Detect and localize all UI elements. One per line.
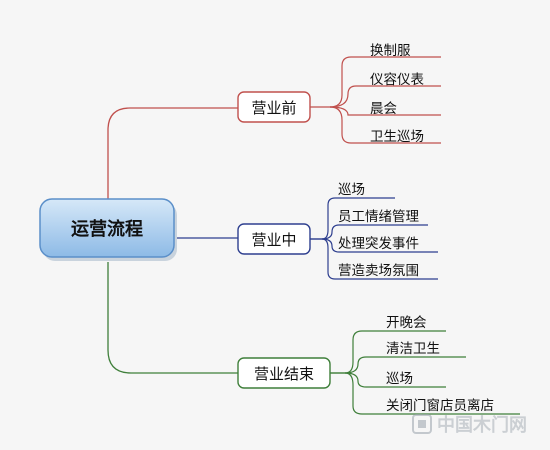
leaf-connector bbox=[310, 238, 438, 280]
leaf-label: 卫生巡场 bbox=[370, 129, 424, 145]
branch-node-label: 营业结束 bbox=[254, 365, 314, 383]
watermark: 中国木门网 bbox=[412, 414, 527, 436]
watermark-logo-inner bbox=[418, 420, 426, 428]
root-node: 运营流程 bbox=[39, 198, 177, 261]
leaf-label: 巡场 bbox=[386, 371, 413, 387]
leaf-label: 处理突发事件 bbox=[338, 236, 419, 252]
leaf-connector bbox=[321, 238, 438, 253]
branch-during-business: 营业中 巡场 员工情绪管理 处理突发事件 营造卖场氛围 bbox=[175, 182, 438, 280]
leaf-label: 营造卖场氛围 bbox=[338, 263, 419, 279]
watermark-logo-icon bbox=[412, 414, 432, 434]
leaf-connector bbox=[329, 85, 441, 108]
root-node-box bbox=[39, 198, 175, 258]
branch-node-label: 营业中 bbox=[251, 231, 296, 249]
leaf-label: 关闭门窗店员离店 bbox=[386, 397, 494, 414]
leaf-label: 员工情绪管理 bbox=[338, 209, 419, 225]
leaf-label: 换制服 bbox=[370, 43, 411, 59]
root-node-label: 运营流程 bbox=[71, 218, 143, 240]
leaf-label: 晨会 bbox=[370, 101, 397, 117]
leaf-connector bbox=[321, 224, 428, 240]
leaf-connector bbox=[330, 372, 520, 415]
branch-before-opening: 营业前 换制服 仪容仪表 晨会 卫生巡场 bbox=[107, 43, 441, 200]
branch-node-label: 营业前 bbox=[251, 99, 296, 117]
leaf-label: 开晚会 bbox=[386, 315, 427, 331]
leaf-label: 清洁卫生 bbox=[386, 341, 440, 357]
branch-after-closing: 营业结束 开晚会 清洁卫生 巡场 关闭门窗店员离店 bbox=[107, 262, 520, 415]
root-to-branch-connector bbox=[107, 262, 238, 374]
leaf-connector bbox=[329, 106, 441, 144]
leaf-connector bbox=[344, 356, 466, 374]
leaf-label: 仪容仪表 bbox=[370, 71, 424, 88]
leaf-connector bbox=[344, 372, 446, 388]
leaf-label: 巡场 bbox=[338, 182, 365, 198]
watermark-text: 中国木门网 bbox=[437, 414, 527, 436]
root-to-branch-connector bbox=[107, 107, 238, 200]
